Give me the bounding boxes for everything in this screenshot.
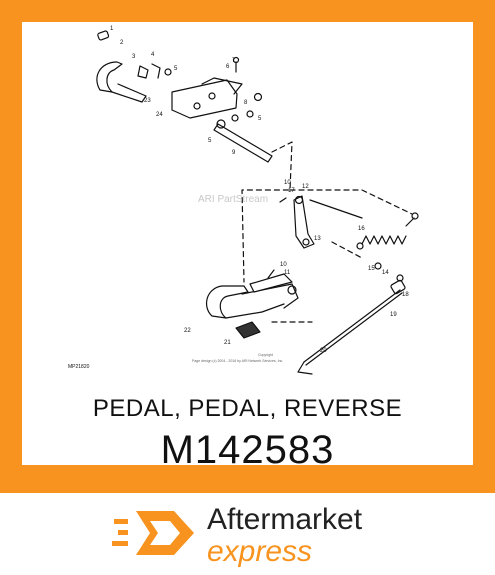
- part-number: M142583: [160, 428, 335, 472]
- watermark: ARI PartStream: [198, 194, 268, 205]
- callout-label: 17: [288, 188, 295, 194]
- callout-label: 3: [132, 54, 136, 60]
- callout-label: 1: [110, 26, 114, 32]
- parts-diagram: 1 2 3 4 5 6 7 8 5 5 9 23 24 10 17 12 13 …: [68, 26, 419, 375]
- part-name: PEDAL, PEDAL, REVERSE: [92, 395, 403, 422]
- callout-label: 12: [302, 184, 309, 190]
- hexagon-arrow-logo-icon: [112, 511, 194, 555]
- callout-label: 4: [151, 52, 155, 58]
- copyright-line2: Copyright: [258, 353, 273, 357]
- callout-label: 15: [368, 266, 375, 272]
- callout-label: 24: [156, 112, 163, 118]
- callout-label: 8: [244, 100, 248, 106]
- callout-label: 6: [226, 64, 230, 70]
- callout-label: 20: [320, 348, 327, 354]
- callout-label: 11: [284, 270, 291, 276]
- callout-label: 14: [382, 270, 389, 276]
- callout-label: 10: [284, 180, 291, 186]
- callout-label: 18: [402, 292, 409, 298]
- callout-label: 19: [390, 312, 397, 318]
- callout-label: 13: [314, 236, 321, 242]
- callout-label: 5: [208, 138, 212, 144]
- callout-label: 5: [258, 116, 262, 122]
- callout-label: 21: [224, 340, 231, 346]
- callout-label: 2: [120, 40, 124, 46]
- callout-label: 10: [280, 262, 287, 268]
- diagram-callouts: 1 2 3 4 5 6 7 8 5 5 9 23 24 10 17 12 13 …: [110, 26, 409, 354]
- brand-name-line1: Aftermarket: [207, 503, 363, 536]
- copyright-line1: Page design (c) 2004 - 2016 by ARI Netwo…: [192, 359, 283, 363]
- callout-label: 16: [358, 226, 365, 232]
- callout-label: 22: [184, 328, 191, 334]
- callout-label: 23: [144, 98, 151, 104]
- figure-code: MP21820: [68, 364, 90, 370]
- callout-label: 9: [232, 150, 236, 156]
- orange-frame: 1 2 3 4 5 6 7 8 5 5 9 23 24 10 17 12 13 …: [0, 0, 495, 493]
- brand-name-line2: express: [207, 535, 313, 568]
- callout-label: 7: [232, 58, 236, 64]
- callout-label: 5: [174, 66, 178, 72]
- product-panel: 1 2 3 4 5 6 7 8 5 5 9 23 24 10 17 12 13 …: [22, 22, 473, 472]
- footer: [0, 493, 495, 575]
